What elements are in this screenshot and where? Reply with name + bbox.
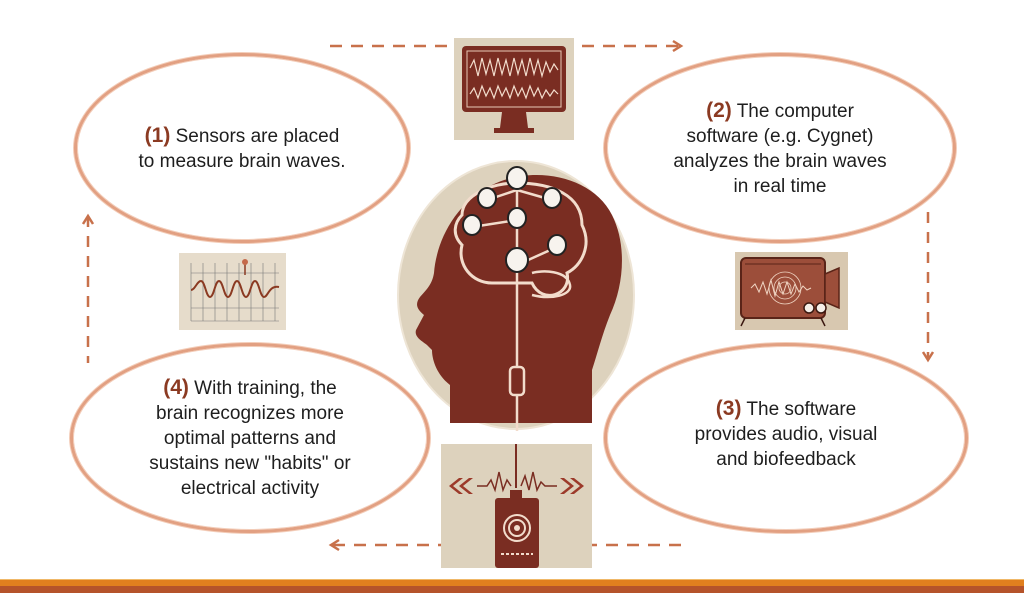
monitor-brainwave-icon	[454, 38, 574, 140]
footer-bar-orange	[0, 580, 1024, 586]
step-4-oval: (4) With training, the brain recognizes …	[70, 343, 430, 533]
step-4-text: (4) With training, the brain recognizes …	[149, 376, 351, 499]
step-2-oval: (2) The computer software (e.g. Cygnet) …	[604, 53, 956, 243]
biofeedback-device-icon	[441, 444, 592, 568]
step-1-text: (1) Sensors are placed to measure brain …	[138, 123, 346, 172]
step-3-oval: (3) The software provides audio, visual …	[604, 343, 968, 533]
step-3-text: (3) The software provides audio, visual …	[694, 397, 878, 470]
step-4-number: (4)	[163, 376, 189, 399]
audio-visual-feedback-device-icon	[735, 252, 848, 330]
arrow-up-left-icon	[81, 213, 95, 363]
step-1-oval: (1) Sensors are placed to measure brain …	[74, 53, 410, 243]
step-3-number: (3)	[715, 397, 742, 420]
head-with-brain-sensors-icon	[392, 155, 640, 431]
step-1-number: (1)	[144, 123, 171, 147]
brainwave-graph-icon	[179, 253, 286, 330]
step-2-text: (2) The computer software (e.g. Cygnet) …	[673, 98, 887, 197]
footer-highlight	[0, 579, 1024, 580]
step-2-number: (2)	[706, 98, 732, 122]
footer-bar-rust	[0, 586, 1024, 593]
arrow-down-right-icon	[921, 212, 935, 363]
